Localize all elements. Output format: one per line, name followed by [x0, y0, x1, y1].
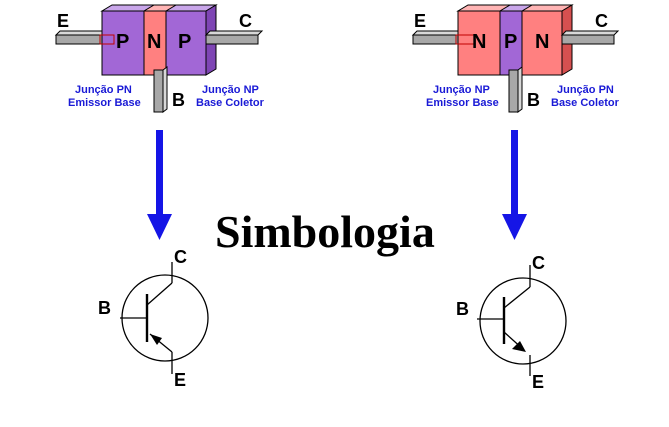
npn-symbol-label-b: B: [456, 299, 469, 319]
pnp-junction-left-1: Junção PN: [75, 84, 132, 96]
pnp-region-p-left: [101, 10, 145, 76]
npn-collector-lead: [560, 30, 620, 45]
npn-terminal-c: C: [595, 11, 608, 31]
pnp-junction-left-2: Emissor Base: [68, 97, 141, 109]
page-title: Simbologia: [215, 206, 435, 257]
npn-label-n-right: N: [535, 31, 549, 53]
npn-down-arrow: [502, 130, 527, 240]
pnp-emitter-arrow-icon: [150, 334, 162, 345]
pnp-symbol-label-c: C: [174, 247, 187, 267]
npn-junction-left-2: Emissor Base: [426, 97, 499, 109]
pnp-structure: P N P E C B Junção PN Emissor Base Junçã…: [54, 4, 265, 113]
npn-region-n-left: [457, 10, 501, 76]
pnp-label-n: N: [147, 31, 161, 53]
npn-symbol-label-c: C: [532, 253, 545, 273]
pnp-terminal-e: E: [57, 11, 69, 31]
npn-symbol: C B E: [456, 253, 567, 392]
pnp-down-arrow: [147, 130, 172, 240]
pnp-junction-right-2: Base Coletor: [196, 97, 265, 109]
pnp-junction-right-1: Junção NP: [202, 84, 259, 96]
pnp-terminal-b: B: [172, 90, 185, 110]
pnp-label-p-right: P: [178, 31, 191, 53]
npn-structure: N P N E C B Junção NP Emissor Base Junçã…: [411, 4, 620, 113]
npn-label-p: P: [504, 31, 517, 53]
npn-label-n-left: N: [472, 31, 486, 53]
npn-symbol-label-e: E: [532, 372, 544, 392]
npn-base-lead: [508, 66, 523, 113]
pnp-symbol-label-b: B: [98, 298, 111, 318]
pnp-symbol: C B E: [98, 247, 209, 390]
npn-emitter-arrow-icon: [512, 341, 526, 352]
npn-terminal-e: E: [414, 11, 426, 31]
npn-junction-right-2: Base Coletor: [551, 97, 620, 109]
pnp-symbol-label-e: E: [174, 370, 186, 390]
npn-junction-left-1: Junção NP: [433, 84, 490, 96]
npn-symbol-circle: [479, 277, 567, 365]
npn-region-n-right: [521, 10, 563, 76]
pnp-base-lead: [153, 66, 168, 113]
pnp-collector-lead: [204, 30, 264, 45]
pnp-terminal-c: C: [239, 11, 252, 31]
pnp-label-p-left: P: [116, 31, 129, 53]
npn-junction-right-1: Junção PN: [557, 84, 614, 96]
npn-terminal-b: B: [527, 90, 540, 110]
